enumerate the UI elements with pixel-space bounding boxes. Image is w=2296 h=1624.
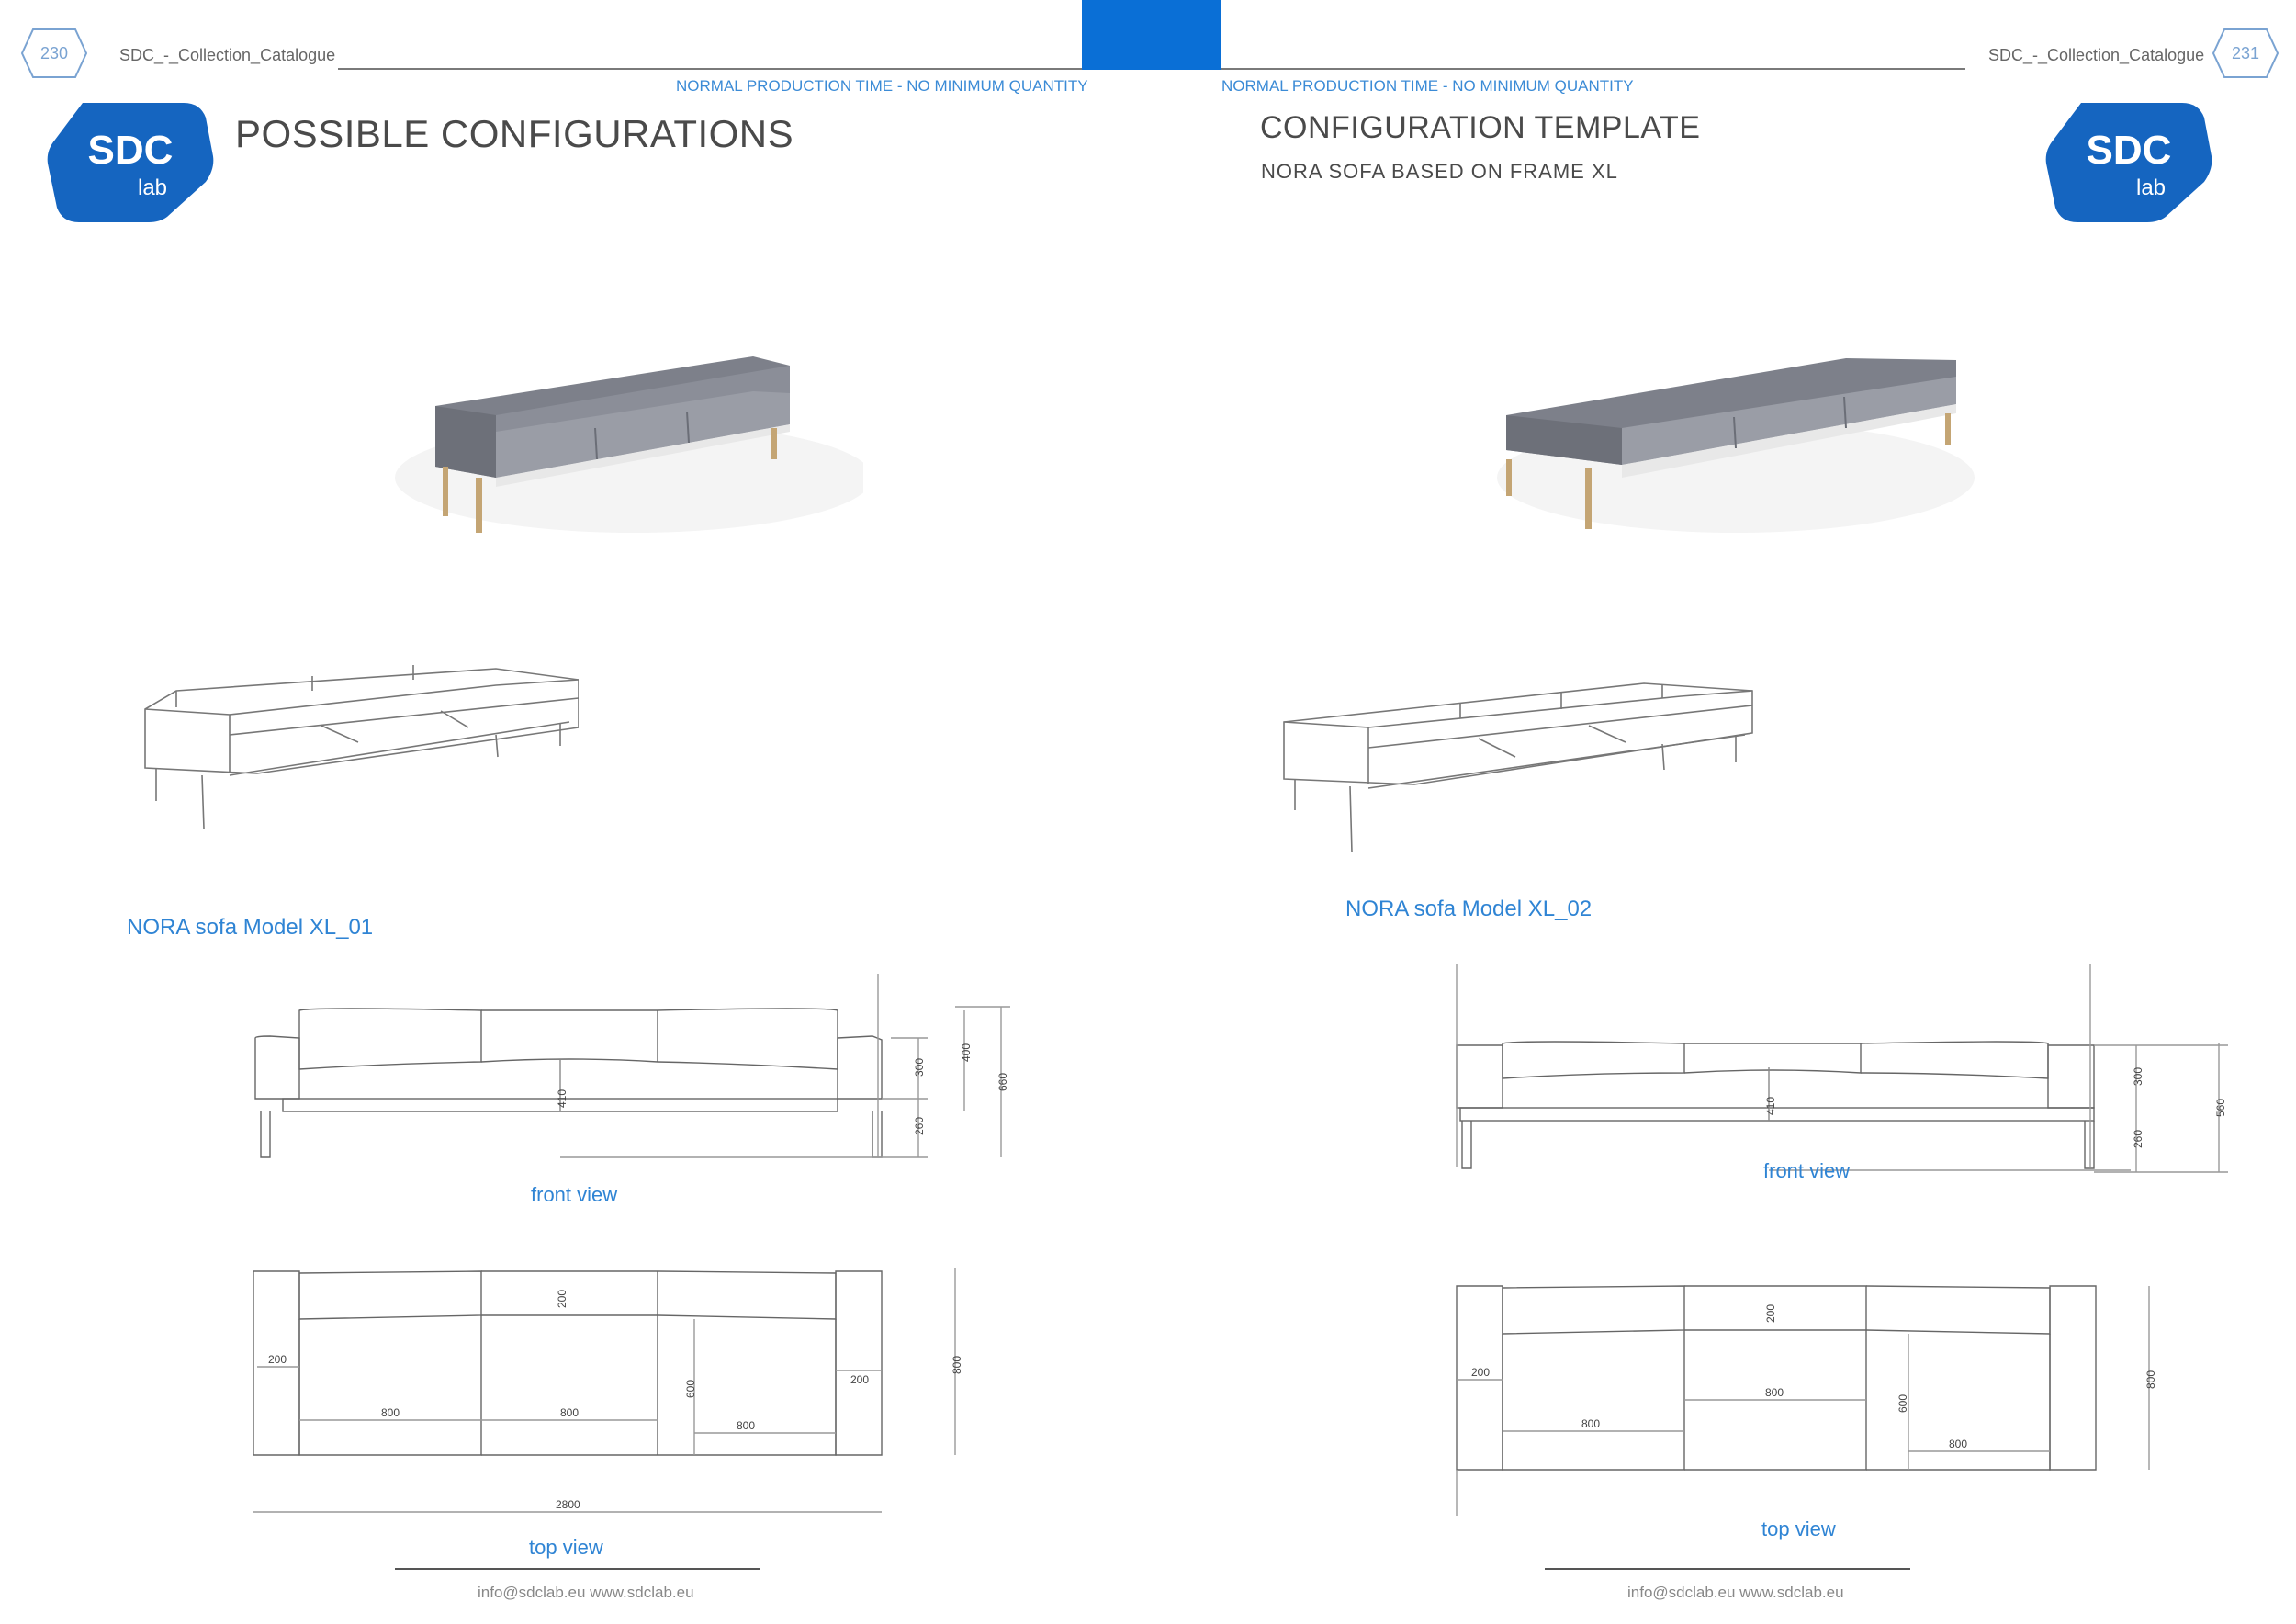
svg-text:260: 260: [913, 1117, 926, 1135]
svg-text:lab: lab: [138, 175, 167, 200]
sofa-render-left: [395, 356, 863, 533]
svg-text:300: 300: [913, 1058, 926, 1077]
svg-text:800: 800: [1949, 1438, 1967, 1450]
footer-contact-left[interactable]: info@sdclab.eu www.sdclab.eu: [478, 1584, 694, 1601]
svg-text:600: 600: [1896, 1394, 1909, 1413]
production-notice-left: NORMAL PRODUCTION TIME - NO MINIMUM QUAN…: [676, 77, 1088, 95]
svg-text:560: 560: [2214, 1099, 2227, 1117]
sdc-lab-logo-right: SDC lab: [2045, 103, 2212, 222]
catalogue-name-left: SDC_-_Collection_Catalogue: [119, 46, 336, 64]
footer-rule-right: [1545, 1568, 1910, 1570]
svg-text:800: 800: [737, 1419, 755, 1432]
svg-text:600: 600: [684, 1380, 697, 1398]
svg-text:660: 660: [996, 1073, 1009, 1091]
header-rule-right: [1221, 68, 1965, 70]
svg-text:200: 200: [1471, 1366, 1490, 1379]
page-title-right: CONFIGURATION TEMPLATE: [1260, 110, 1701, 145]
svg-text:800: 800: [560, 1406, 579, 1419]
svg-text:300: 300: [2132, 1067, 2144, 1086]
svg-text:200: 200: [850, 1373, 869, 1386]
svg-text:800: 800: [1765, 1386, 1784, 1399]
svg-text:SDC: SDC: [88, 128, 174, 173]
svg-text:400: 400: [960, 1043, 973, 1062]
hexagon-outline-icon: [20, 28, 88, 78]
front-view-drawing-right: 300 560 410 260: [1456, 964, 2228, 1173]
top-view-label-right: top view: [1761, 1517, 1836, 1540]
top-view-drawing-right: 200 200 800 800 800 600 800: [1456, 1285, 2157, 1516]
svg-text:410: 410: [1764, 1097, 1777, 1115]
sdc-lab-logo-left: SDC lab: [47, 103, 214, 222]
svg-text:410: 410: [556, 1089, 568, 1108]
page-number-badge-right: 231: [2212, 24, 2279, 83]
svg-text:800: 800: [381, 1406, 400, 1419]
header-rule-left: [338, 68, 1082, 70]
sofa-line-drawing-right: [1283, 682, 1753, 853]
page-number-left: 230: [39, 44, 69, 62]
sofa-render-right: [1497, 358, 1975, 533]
model-name-left: NORA sofa Model XL_01: [127, 915, 374, 940]
svg-text:800: 800: [1581, 1417, 1600, 1430]
front-view-drawing-left: 300 400 660 410 260: [254, 974, 1010, 1158]
footer-rule-left: [395, 1568, 760, 1570]
svg-text:800: 800: [951, 1356, 963, 1374]
svg-text:200: 200: [556, 1290, 568, 1308]
page-subtitle-right: NORA SOFA BASED ON FRAME XL: [1261, 160, 1618, 183]
hexagon-outline-icon: [2212, 28, 2279, 78]
front-view-label-right: front view: [1763, 1159, 1851, 1182]
svg-text:260: 260: [2132, 1130, 2144, 1148]
top-view-label-left: top view: [529, 1536, 603, 1559]
svg-text:lab: lab: [2136, 175, 2166, 200]
page-number-right: 231: [2231, 44, 2260, 62]
page-title-left: POSSIBLE CONFIGURATIONS: [235, 112, 794, 155]
front-view-label-left: front view: [531, 1183, 618, 1206]
svg-text:200: 200: [268, 1353, 287, 1366]
svg-text:200: 200: [1764, 1304, 1777, 1323]
svg-text:800: 800: [2144, 1370, 2157, 1389]
center-accent-block: [1082, 0, 1221, 70]
footer-contact-right[interactable]: info@sdclab.eu www.sdclab.eu: [1627, 1584, 1844, 1601]
page-number-badge-left: 230: [20, 24, 88, 83]
sofa-line-drawing-left: [144, 665, 579, 829]
svg-text:SDC: SDC: [2087, 128, 2172, 173]
model-name-right: NORA sofa Model XL_02: [1345, 897, 1593, 921]
catalogue-name-right: SDC_-_Collection_Catalogue: [1988, 46, 2205, 64]
svg-text:2800: 2800: [556, 1498, 580, 1511]
top-view-drawing-left: 200 200 200 600 800 800 800 800 2800: [253, 1268, 963, 1513]
production-notice-right: NORMAL PRODUCTION TIME - NO MINIMUM QUAN…: [1221, 77, 1634, 95]
